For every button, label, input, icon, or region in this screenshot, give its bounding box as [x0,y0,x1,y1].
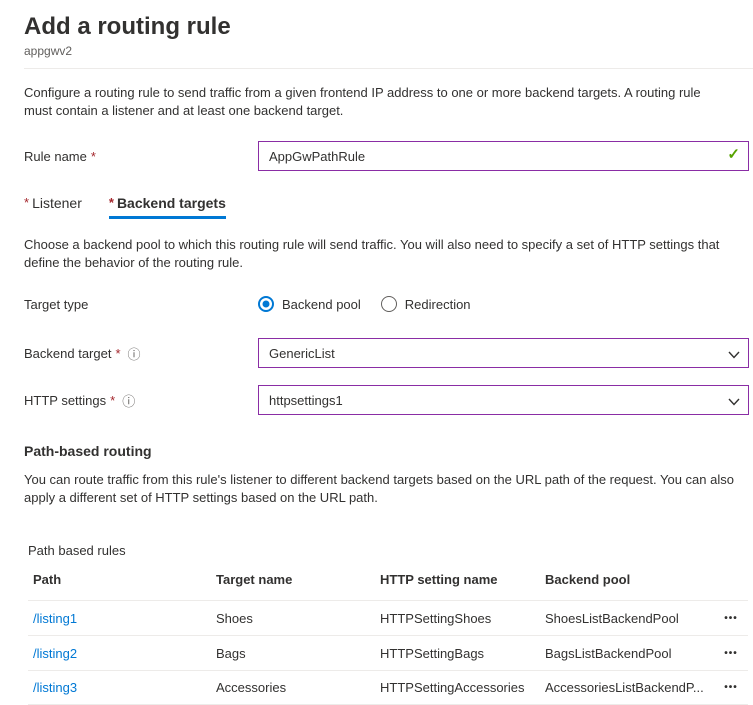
rule-name-input[interactable]: AppGwPathRule ✓ [258,141,749,171]
tab-backend-targets[interactable]: * Backend targets [108,195,226,219]
required-asterisk: * [24,195,30,210]
required-asterisk: * [90,148,96,164]
table-row: /listing1 Shoes HTTPSettingShoes ShoesLi… [28,600,748,635]
column-header-path: Path [33,572,62,587]
row-more-menu-icon[interactable]: ••• [724,647,738,659]
tab-listener-label: Listener [32,195,82,211]
target-name-cell: Bags [216,645,246,661]
required-asterisk: * [110,392,116,408]
backend-pool-cell: AccessoriesListBackendP... [545,680,704,695]
required-asterisk: * [115,345,121,361]
table-header-row: Path Target name HTTP setting name Backe… [28,564,748,600]
path-link[interactable]: /listing3 [33,680,78,695]
row-more-menu-icon[interactable]: ••• [724,682,738,693]
radio-backend-pool[interactable]: Backend pool [258,296,361,312]
info-icon[interactable]: ⓘ [127,346,141,362]
tab-bar: * Listener * Backend targets [24,195,753,219]
rule-name-label: Rule name* [24,148,96,164]
table-row: /listing2 Bags HTTPSettingBags BagsListB… [28,635,748,670]
radio-unselected-icon [380,296,397,312]
table-row: /listing3 Accessories HTTPSettingAccesso… [28,670,748,705]
row-more-menu-icon[interactable]: ••• [724,612,738,624]
rule-name-row: Rule name* AppGwPathRule ✓ [24,141,753,171]
http-setting-cell: HTTPSettingShoes [380,610,492,626]
tab-listener[interactable]: * Listener [24,195,82,219]
backend-target-label: Backend target* ⓘ [24,345,141,362]
chevron-down-icon [728,347,740,362]
backend-pool-cell: ShoesListBackendPool [545,610,679,626]
backend-tab-description: Choose a backend pool to which this rout… [24,237,720,270]
path-based-routing-description: You can route traffic from this rule's l… [24,472,734,505]
valid-check-icon: ✓ [727,146,740,163]
required-asterisk: * [108,195,114,210]
http-settings-row: HTTP settings* ⓘ httpsettings1 [24,385,753,415]
backend-target-row: Backend target* ⓘ GenericList [24,338,753,368]
radio-redirection[interactable]: Redirection [380,296,471,312]
column-header-backend-pool: Backend pool [545,572,631,587]
target-type-radio-group: Backend pool Redirection [258,296,749,312]
http-settings-label: HTTP settings* ⓘ [24,392,136,409]
path-link[interactable]: /listing1 [33,610,78,626]
rule-name-value: AppGwPathRule [269,148,366,164]
column-header-target-name: Target name [216,572,293,587]
backend-target-value: GenericList [269,345,335,361]
target-name-cell: Accessories [216,680,287,695]
page-subtitle: appgwv2 [24,44,73,58]
path-based-routing-heading: Path-based routing [24,443,152,459]
radio-selected-icon [258,296,274,312]
path-rules-table: Path Target name HTTP setting name Backe… [28,564,748,705]
chevron-down-icon [728,394,740,409]
header-divider [24,68,753,69]
http-settings-value: httpsettings1 [269,392,343,408]
target-type-row: Target type Backend pool Redirection [24,296,753,312]
target-type-label: Target type [24,296,89,312]
http-setting-cell: HTTPSettingAccessories [380,680,525,695]
info-icon[interactable]: ⓘ [122,393,136,409]
backend-target-select[interactable]: GenericList [258,338,749,368]
path-link[interactable]: /listing2 [33,645,78,661]
backend-pool-cell: BagsListBackendPool [545,645,672,661]
page-title: Add a routing rule [24,13,231,40]
http-setting-cell: HTTPSettingBags [380,645,485,661]
path-based-rules-label: Path based rules [28,543,126,558]
tab-backend-targets-label: Backend targets [116,195,226,211]
intro-text: Configure a routing rule to send traffic… [24,85,701,118]
column-header-http-setting-name: HTTP setting name [380,572,498,587]
target-name-cell: Shoes [216,610,253,626]
http-settings-select[interactable]: httpsettings1 [258,385,749,415]
